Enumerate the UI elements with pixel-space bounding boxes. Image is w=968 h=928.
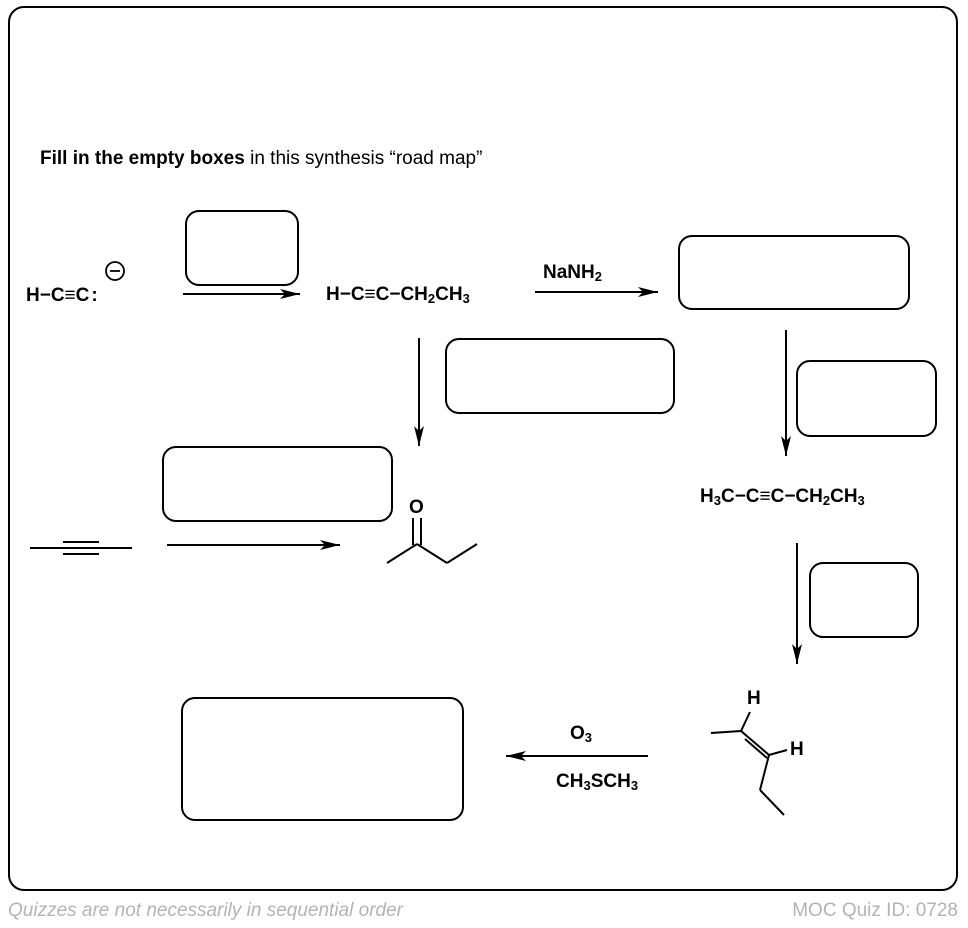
answer-box-3[interactable] [445,338,675,414]
butanone-skeletal [386,518,478,564]
answer-box-2[interactable] [678,235,910,310]
answer-box-1[interactable] [185,210,299,286]
instruction-rest: in this synthesis “road map” [244,148,483,169]
dms-reagent: CH3SCH3 [556,771,639,793]
instruction-text: Fill in the empty boxes in this synthesi… [40,148,482,170]
butyne-1-formula: H−C≡C−CH2CH3 [326,284,470,306]
negative-charge-circle [105,261,125,281]
ozone-reagent: O3 [570,723,593,745]
alkene-h-right: H [790,739,804,760]
nanh2-reagent: NaNH2 [543,262,602,284]
footer-disclaimer: Quizzes are not necessarily in sequentia… [8,900,403,921]
answer-box-7[interactable] [181,697,464,821]
acetylide-formula: H−C≡C: [26,285,98,306]
butyne-skeletal [30,541,132,555]
quiz-frame [8,6,958,891]
pentyne-2-formula: H3C−C≡C−CH2CH3 [700,486,865,508]
footer-quiz-id: MOC Quiz ID: 0728 [792,900,958,921]
answer-box-4[interactable] [796,360,937,437]
answer-box-5[interactable] [162,446,393,522]
answer-box-6[interactable] [809,562,919,638]
ketone-oxygen: O [409,497,424,518]
instruction-bold: Fill in the empty boxes [40,148,245,169]
lone-pair: : [91,285,98,306]
alkene-h-top: H [747,688,761,709]
pentene-skeletal [710,711,788,816]
